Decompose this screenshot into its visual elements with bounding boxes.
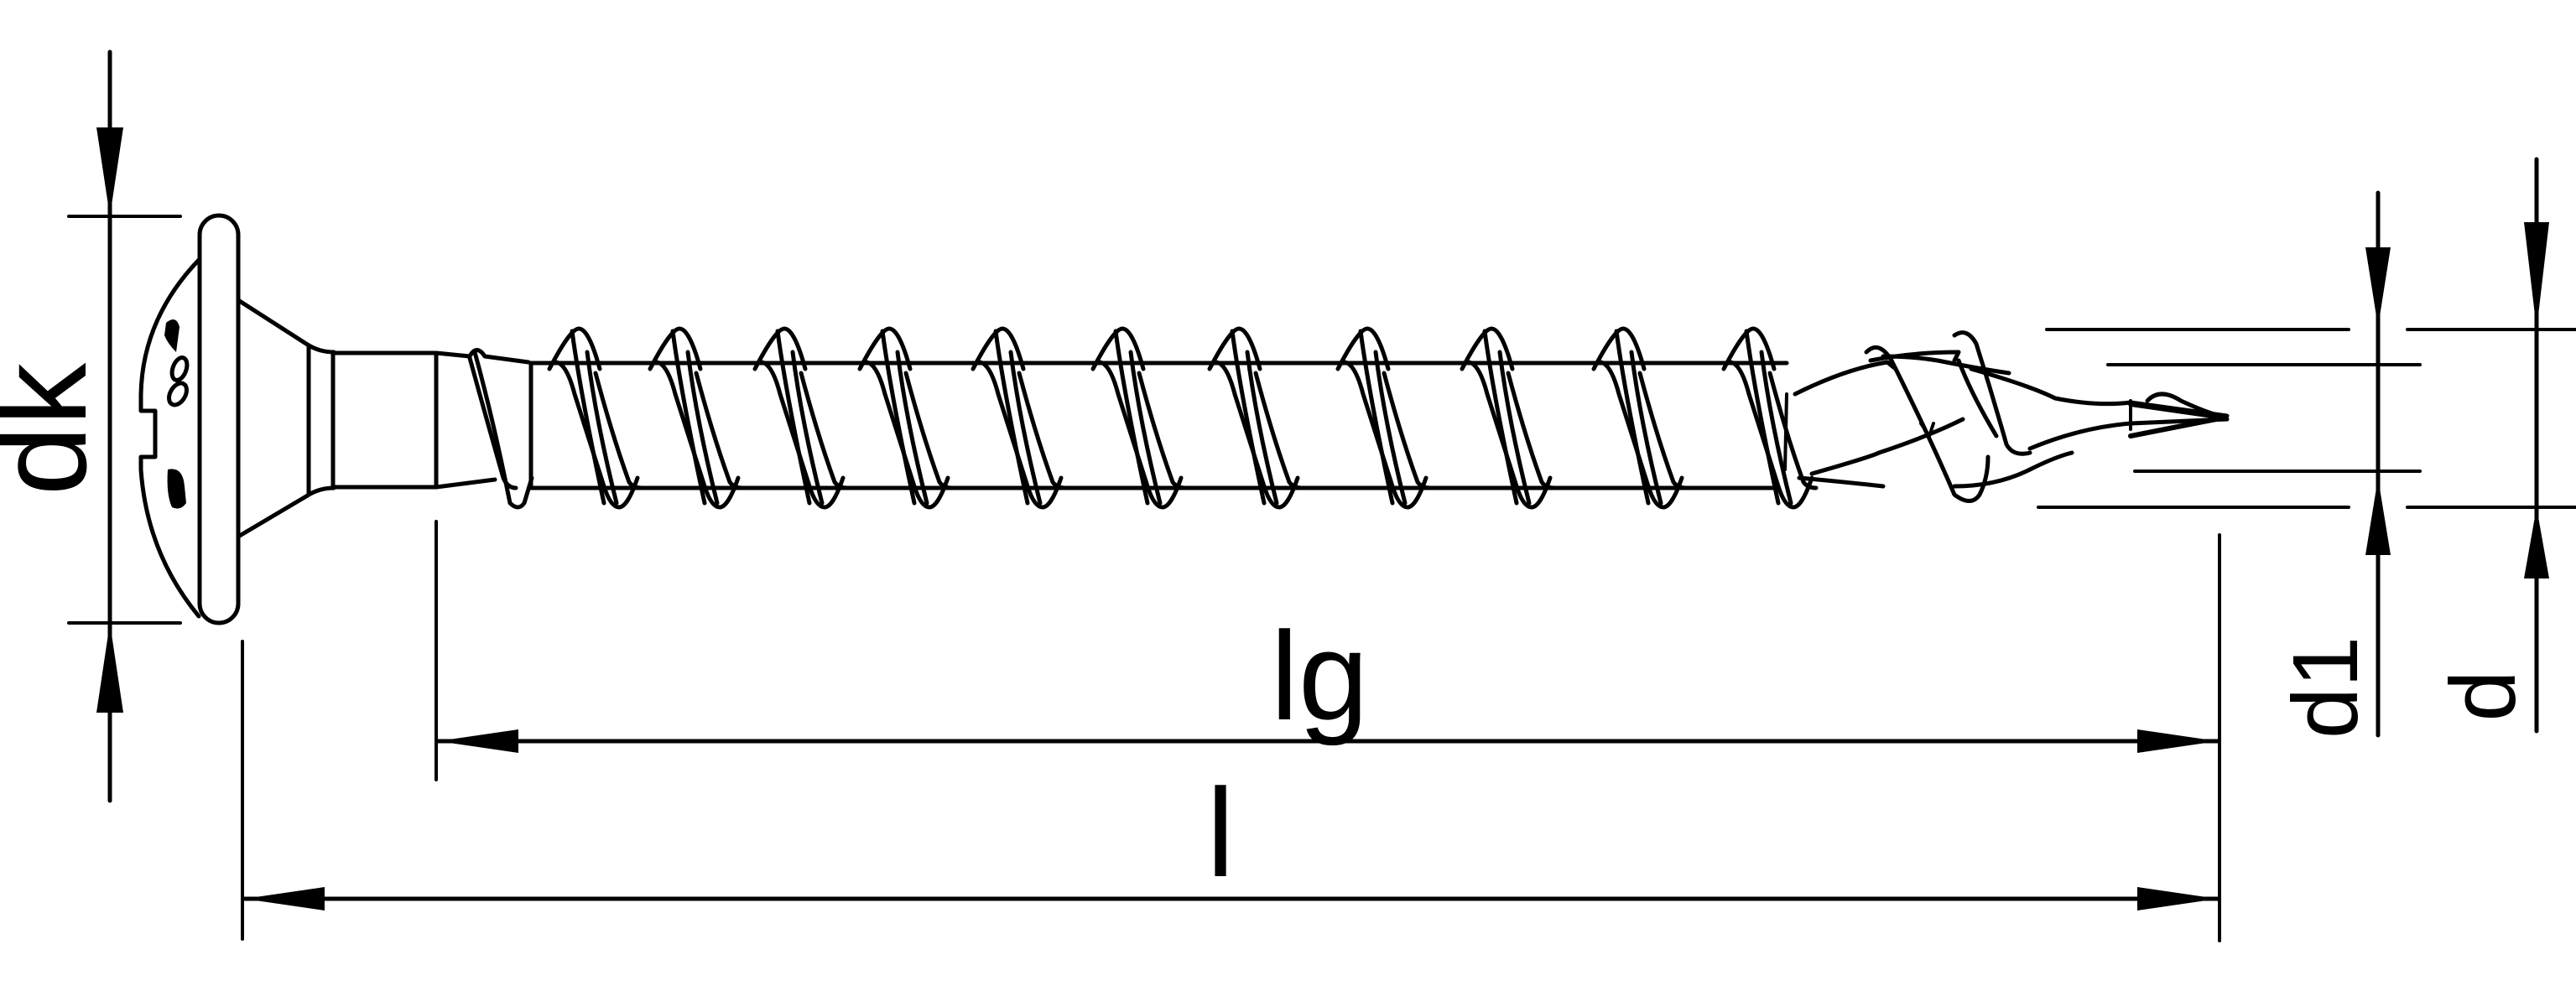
arrowhead-up-icon <box>2524 507 2549 579</box>
arrowhead-down-icon <box>2524 222 2549 329</box>
arrowhead-left-icon <box>438 729 518 753</box>
thread-section <box>528 329 1816 507</box>
dimension-l: l <box>242 762 2220 911</box>
arrowhead-down-icon <box>96 127 123 216</box>
arrowhead-left-icon <box>244 887 325 911</box>
dimension-d: d <box>2432 157 2549 734</box>
marking-o <box>167 381 189 407</box>
arrowhead-right-icon <box>2137 887 2218 911</box>
diameter-extension-lines <box>2037 328 2576 509</box>
marking-star <box>167 469 186 509</box>
label-d1: d1 <box>2274 636 2377 739</box>
countersink-bottom <box>236 485 336 539</box>
head-rim <box>197 213 241 625</box>
screw-tip <box>1793 330 2230 503</box>
dimension-lg: lg <box>435 605 2220 753</box>
dimension-dk: dk <box>0 49 182 803</box>
arrowhead-right-icon <box>2137 729 2218 753</box>
arrowhead-down-icon <box>2365 247 2391 327</box>
length-extension-lines <box>241 520 2221 942</box>
marking-c <box>169 355 190 382</box>
screw-shank <box>330 348 534 510</box>
dimension-d1: d1 <box>2274 190 2391 739</box>
label-d: d <box>2432 670 2535 721</box>
marking-glyph <box>164 319 180 352</box>
label-dk: dk <box>0 362 112 496</box>
countersink-top <box>236 298 336 355</box>
screw-head <box>138 213 336 625</box>
label-l: l <box>1206 762 1234 903</box>
label-lg: lg <box>1271 605 1369 746</box>
arrowhead-up-icon <box>96 623 123 713</box>
head-dome <box>138 257 201 619</box>
arrowhead-up-icon <box>2365 478 2391 555</box>
